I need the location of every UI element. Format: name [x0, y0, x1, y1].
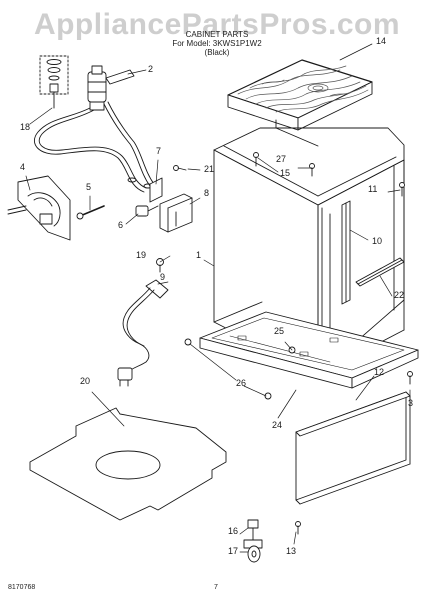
callout-18: 18	[20, 122, 31, 132]
callout-12: 12	[374, 367, 385, 377]
callout-8: 8	[204, 188, 210, 198]
wood-top-panel-icon	[227, 59, 373, 131]
callout-16: 16	[228, 526, 239, 536]
callout-10: 10	[372, 236, 383, 246]
callout-19: 19	[136, 250, 147, 260]
color-line: (Black)	[204, 48, 230, 57]
callout-15: 15	[280, 168, 291, 178]
side-rail-icon	[341, 200, 351, 305]
drain-hose-icon	[33, 101, 155, 193]
callout-7: 7	[156, 146, 162, 156]
callout-5: 5	[86, 182, 92, 192]
callout-3: 3	[408, 398, 414, 408]
fastener-icons	[173, 152, 413, 400]
water-valve-icon	[87, 65, 135, 111]
callout-22: 22	[394, 290, 405, 300]
callout-17: 17	[228, 546, 239, 556]
callout-11: 11	[368, 184, 378, 194]
leader-lines	[25, 43, 411, 553]
switch-icon	[159, 193, 193, 233]
power-cord-icon	[117, 279, 169, 387]
bracket-icon	[7, 175, 71, 241]
roller-wheel-icon	[243, 519, 263, 563]
callout-6: 6	[118, 220, 124, 230]
bottom-rail-icon	[355, 257, 405, 287]
callout-27: 27	[276, 154, 287, 164]
page-number: 7	[214, 584, 218, 591]
callout-9: 9	[160, 272, 166, 282]
watermark: AppliancePartsPros.com	[33, 8, 401, 41]
page-title: CABINET PARTS	[185, 30, 249, 39]
callout-26: 26	[236, 378, 247, 388]
callout-4: 4	[20, 162, 26, 172]
callout-25: 25	[274, 326, 285, 336]
base-pan-icon	[199, 311, 419, 389]
callout-2: 2	[148, 64, 154, 74]
callout-13: 13	[286, 546, 297, 556]
callout-24: 24	[272, 420, 283, 430]
mount-bracket-icon	[149, 177, 163, 203]
screw-13-icon	[295, 521, 301, 535]
callout-21: 21	[204, 164, 215, 174]
callout-1: 1	[196, 250, 202, 260]
callout-20: 20	[80, 376, 91, 386]
doc-number: 8170768	[8, 584, 36, 591]
model-line: For Model: 3KWS1P1W2	[172, 39, 262, 48]
screw-icon	[76, 205, 105, 220]
foam-pad-icon	[29, 407, 227, 521]
inlet-fittings-icon	[39, 55, 69, 109]
callout-14: 14	[376, 36, 387, 46]
clamp-icon	[135, 205, 159, 217]
kick-plate-icon	[295, 391, 411, 505]
